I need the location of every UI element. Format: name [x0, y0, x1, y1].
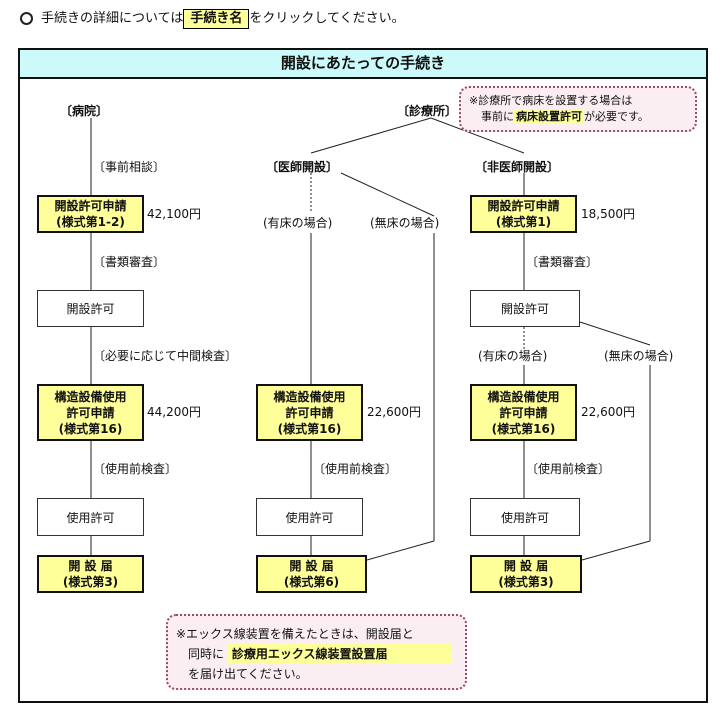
nondoctor-application-fee: 18,500円: [581, 207, 635, 221]
nondoctor-structure-equipment-use-application[interactable]: 構造設備使用 許可申請 (様式第16): [470, 384, 577, 441]
box-line: 許可申請: [285, 405, 334, 420]
hospital-prior-consultation-note: 〔事前相談〕: [93, 160, 166, 174]
xray-equipment-note: ※エックス線装置を備えたときは、開設届と 同時に 診療用エックス線装置設置届 を…: [166, 614, 467, 690]
diagram-frame: [18, 48, 708, 703]
nondoctor-founded-heading: 〔非医師開設〕: [475, 160, 560, 174]
bed-permit-link[interactable]: 病床設置許可: [514, 110, 584, 123]
box-line: 開 設 届: [503, 559, 549, 573]
note-line: ※エックス線装置を備えたときは、開設届と: [176, 627, 414, 641]
hospital-document-review-note: 〔書類審査〕: [93, 255, 166, 269]
box-line: 開 設 届: [289, 559, 334, 573]
hospital-pre-use-inspection-note: 〔使用前検査〕: [93, 462, 178, 476]
note-text: 事前に: [481, 110, 514, 123]
nondoctor-opening-permit: 開設許可: [470, 290, 580, 327]
note-text: が必要です。: [584, 110, 649, 123]
doctor-structure-fee: 22,600円: [367, 405, 421, 419]
hospital-opening-permit-application[interactable]: 開設許可申請 (様式第1-2): [37, 195, 144, 233]
nondoctor-structure-fee: 22,600円: [581, 405, 635, 419]
doctor-without-beds-label: (無床の場合): [370, 216, 440, 230]
doctor-founded-heading: 〔医師開設〕: [266, 160, 339, 174]
box-line: 許可申請: [66, 405, 115, 420]
box-line: 開設許可申請: [54, 199, 127, 213]
box-line: 開設許可申請: [487, 199, 560, 213]
hospital-application-fee: 42,100円: [147, 207, 201, 221]
note-line: ※診療所で病床を設置する場合は: [469, 94, 633, 107]
intro-instruction: 手続きの詳細については手続き名をクリックしてください。: [20, 8, 405, 30]
doctor-with-beds-label: (有床の場合): [263, 216, 333, 230]
nondoctor-use-permit: 使用許可: [470, 498, 580, 536]
box-line: (様式第1): [495, 215, 552, 229]
box-line: (様式第16): [491, 421, 556, 436]
intro-highlight-label: 手続き名: [183, 9, 250, 29]
hospital-opening-report[interactable]: 開 設 届 (様式第3): [37, 555, 144, 593]
hospital-interim-inspection-note: 〔必要に応じて中間検査〕: [93, 349, 238, 363]
doctor-use-permit: 使用許可: [256, 498, 363, 536]
note-line: を届け出てください。: [188, 667, 308, 681]
hospital-structure-fee: 44,200円: [147, 405, 201, 419]
nondoctor-pre-use-inspection-note: 〔使用前検査〕: [526, 462, 611, 476]
nondoctor-document-review-note: 〔書類審査〕: [526, 255, 599, 269]
clinic-heading: 〔診療所〕: [397, 104, 458, 118]
note-text: 同時に: [188, 647, 225, 661]
diagram-title: 開設にあたっての手続き: [20, 50, 706, 79]
nondoctor-without-beds-label: (無床の場合): [604, 349, 674, 363]
box-line: 開 設 届: [68, 559, 113, 573]
note-line: 同時に 診療用エックス線装置設置届: [176, 644, 457, 664]
box-line: (様式第16): [277, 421, 342, 436]
box-line: 許可申請: [499, 405, 548, 420]
intro-text-before: 手続きの詳細については: [41, 11, 184, 26]
box-line: (様式第3): [62, 575, 119, 589]
xray-installation-report-link[interactable]: 診療用エックス線装置設置届: [227, 644, 451, 664]
box-line: 構造設備使用: [273, 389, 346, 404]
box-line: (様式第16): [58, 421, 123, 436]
circle-bullet-icon: [20, 12, 33, 25]
doctor-opening-report[interactable]: 開 設 届 (様式第6): [256, 555, 367, 593]
nondoctor-opening-report[interactable]: 開 設 届 (様式第3): [470, 555, 582, 593]
hospital-opening-permit: 開設許可: [37, 290, 144, 327]
bed-installation-note: ※診療所で病床を設置する場合は 事前に病床設置許可が必要です。: [459, 86, 697, 132]
nondoctor-opening-permit-application[interactable]: 開設許可申請 (様式第1): [470, 195, 577, 233]
doctor-structure-equipment-use-application[interactable]: 構造設備使用 許可申請 (様式第16): [256, 384, 363, 441]
intro-text-after: をクリックしてください。: [249, 11, 405, 26]
box-line: (様式第1-2): [56, 215, 125, 229]
nondoctor-with-beds-label: (有床の場合): [478, 349, 548, 363]
note-line: 事前に病床設置許可が必要です。: [469, 109, 687, 125]
doctor-pre-use-inspection-note: 〔使用前検査〕: [313, 462, 398, 476]
box-line: 構造設備使用: [487, 389, 560, 404]
hospital-structure-equipment-use-application[interactable]: 構造設備使用 許可申請 (様式第16): [37, 384, 144, 441]
hospital-heading: 〔病院〕: [60, 104, 109, 118]
box-line: (様式第3): [498, 575, 554, 589]
hospital-use-permit: 使用許可: [37, 498, 144, 536]
box-line: (様式第6): [283, 575, 340, 589]
box-line: 構造設備使用: [54, 389, 127, 404]
